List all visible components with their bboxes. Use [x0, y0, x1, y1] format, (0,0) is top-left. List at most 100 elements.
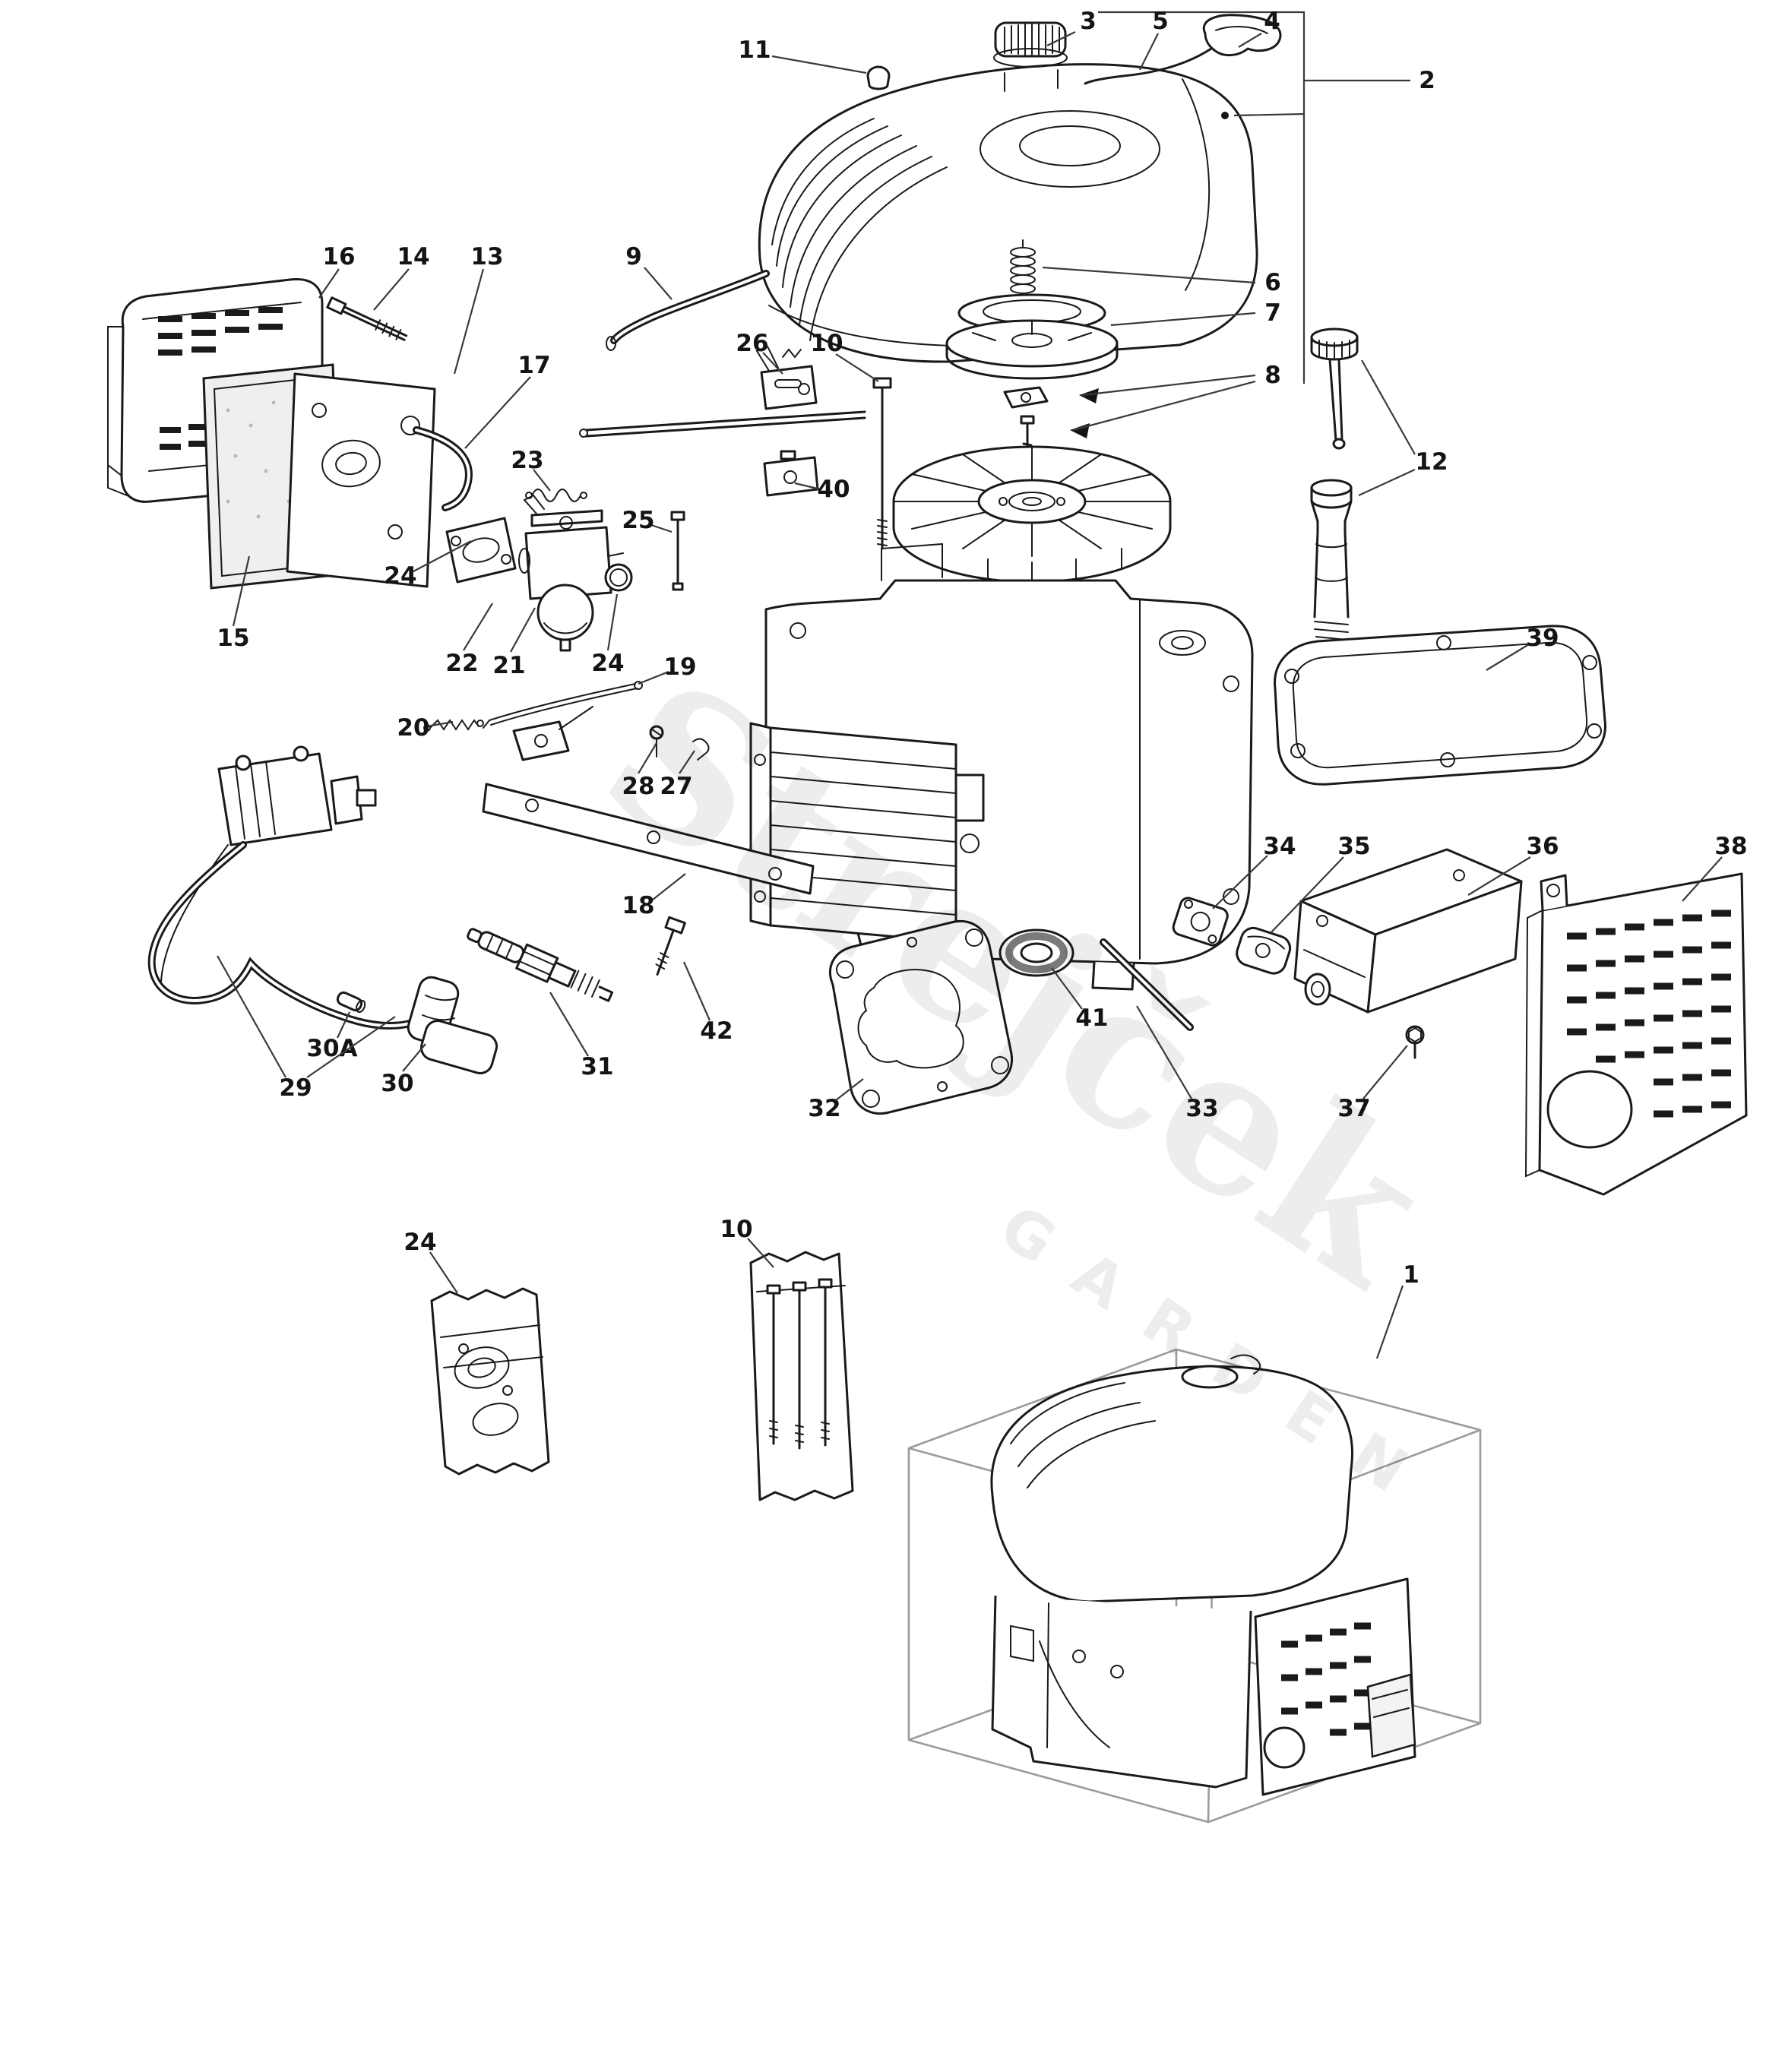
callout-leader-27 [679, 750, 695, 774]
callout-leader-41 [1051, 967, 1083, 1010]
callout-label-28: 28 [622, 773, 654, 800]
callout-leader-4 [1238, 33, 1262, 48]
muffler-bolt [1405, 1025, 1425, 1059]
callout-leader-29 [306, 1016, 396, 1078]
callout-leader-33 [1136, 1005, 1192, 1099]
callout-label-13: 13 [470, 243, 503, 270]
dowel-pin [1100, 938, 1194, 1031]
callout-label-40: 40 [817, 476, 850, 503]
callout-leader-37 [1362, 1045, 1408, 1099]
callout-leader-24 [606, 593, 619, 651]
starter-pulley [945, 293, 1119, 380]
kit-bolt [792, 1281, 807, 1450]
callout-label-22: 22 [445, 650, 478, 677]
callout-label-20: 20 [397, 714, 429, 742]
dipstick [1310, 327, 1359, 450]
plug-boot [407, 976, 498, 1074]
exhaust-plate [1172, 897, 1229, 947]
callout-label-19: 19 [663, 653, 696, 681]
callout-label-41: 41 [1075, 1004, 1108, 1032]
callout-leader-39 [1486, 644, 1530, 671]
callout-label-34: 34 [1263, 833, 1296, 860]
callout-leader-13 [453, 268, 485, 375]
callout-leader-1 [1375, 1285, 1404, 1359]
callout-label-23: 23 [511, 447, 543, 474]
callout-leader-25 [648, 523, 673, 533]
callout-leader-8 [1072, 380, 1256, 432]
carb-stud [670, 511, 685, 591]
callout-label-1: 1 [1403, 1261, 1419, 1289]
exhaust-flange [1236, 926, 1292, 975]
callout-leader-3 [1046, 31, 1076, 46]
callout-label-8: 8 [1264, 362, 1281, 389]
clip-27 [692, 738, 710, 761]
callout-leader-28 [638, 742, 657, 774]
callout-leader-32 [835, 1078, 864, 1101]
callout-label-4: 4 [1264, 8, 1280, 35]
callout-label-9: 9 [625, 243, 642, 270]
bolt-kit-bag [749, 1251, 854, 1501]
callout-label-7: 7 [1264, 299, 1281, 327]
carb-gasket [445, 517, 517, 584]
spark-plug [467, 928, 614, 1002]
callout-label-24: 24 [591, 650, 624, 677]
callout-label-5: 5 [1152, 8, 1169, 35]
governor-spring-top [1010, 239, 1036, 294]
callout-leader-12 [1358, 469, 1416, 496]
carb-spring [525, 489, 587, 502]
callout-leader-24 [413, 540, 472, 572]
boxed-engine-drawing [990, 1354, 1416, 1796]
callout-leader-30A [337, 1011, 350, 1039]
callout-label-24: 24 [404, 1229, 436, 1256]
callout-leader-19 [638, 670, 669, 685]
throttle-rod [579, 410, 866, 438]
callout-leader-38 [1682, 856, 1723, 902]
callout-label-32: 32 [808, 1095, 840, 1122]
head-gasket [828, 920, 1013, 1115]
callout-label-25: 25 [622, 507, 654, 534]
air-filter-backplate [286, 372, 436, 588]
kit-bolt [818, 1278, 833, 1447]
control-bracket [755, 345, 818, 410]
cylinder-head [749, 722, 985, 944]
callout-label-42: 42 [700, 1017, 733, 1045]
mounting-bracket [482, 783, 815, 895]
callout-label-39: 39 [1526, 625, 1559, 652]
callout-label-10: 10 [720, 1216, 752, 1243]
head-bolt-long [872, 377, 892, 550]
callout-label-11: 11 [738, 36, 771, 64]
terminal-30A [336, 991, 366, 1014]
cover-bolt [326, 296, 408, 341]
arrowheads-8 [1070, 388, 1099, 438]
callout-leader-10 [747, 1238, 774, 1268]
callout-leader-8 [1081, 374, 1256, 397]
breather-tube [413, 426, 473, 511]
fuel-line [606, 270, 770, 351]
callout-label-30: 30 [381, 1070, 413, 1097]
callout-leader-7 [1110, 312, 1256, 327]
kit-bolt [766, 1284, 781, 1445]
spark-plug-wire [147, 841, 420, 1030]
callout-label-16: 16 [322, 243, 355, 270]
engine-cover [758, 63, 1258, 363]
callout-leader-42 [682, 961, 711, 1021]
starter-rope [1084, 47, 1213, 85]
callout-leader-36 [1467, 856, 1531, 896]
muffler [1293, 848, 1523, 1014]
carburetor [518, 494, 624, 652]
callout-label-18: 18 [622, 892, 654, 919]
callout-label-29: 29 [279, 1074, 312, 1102]
ignition-coil [217, 745, 377, 846]
assembly-bracket-2 [1098, 11, 1306, 384]
callout-label-36: 36 [1526, 833, 1559, 860]
crankcase-gasket [1274, 625, 1606, 786]
callout-leader-14 [373, 268, 410, 311]
callout-label-38: 38 [1714, 833, 1747, 860]
ratchet-parts [1003, 386, 1049, 456]
flange-bolt-42 [655, 916, 686, 976]
callout-leader-35 [1270, 856, 1344, 934]
callout-label-35: 35 [1337, 833, 1370, 860]
packaged-engine [907, 1348, 1482, 1824]
callout-label-33: 33 [1185, 1095, 1218, 1122]
